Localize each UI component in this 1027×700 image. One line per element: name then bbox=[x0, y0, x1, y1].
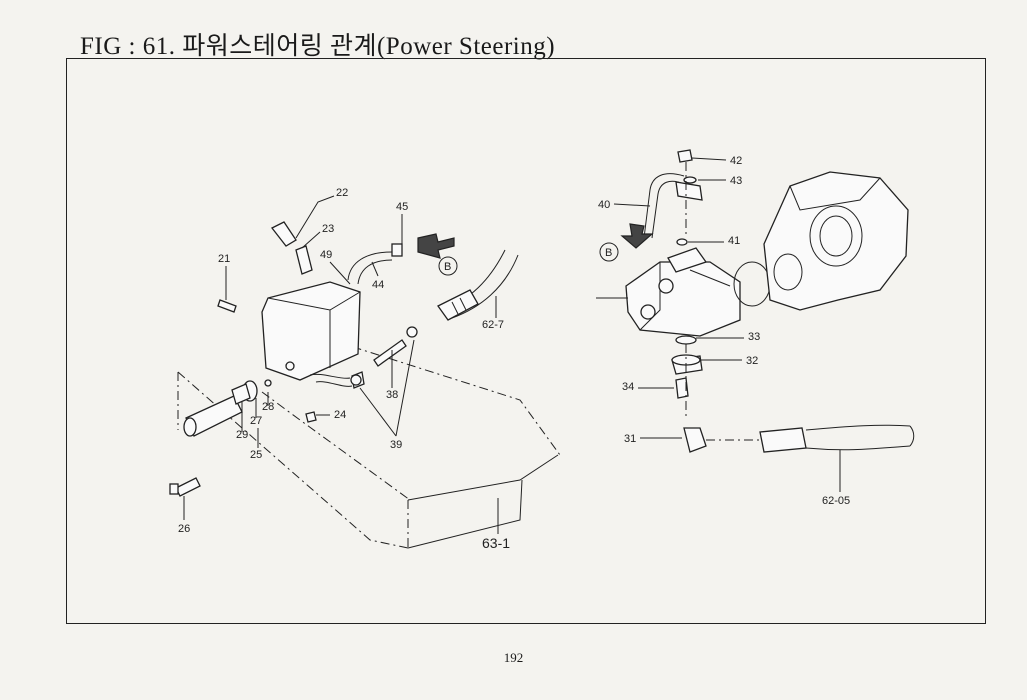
pipe-40: B bbox=[599, 173, 703, 262]
callout-21: 21 bbox=[218, 253, 230, 265]
callout-62-7: 62-7 bbox=[482, 319, 504, 331]
callout-33: 34 bbox=[622, 381, 634, 393]
callout-22: 22 bbox=[336, 187, 348, 199]
callout-28: 26 bbox=[178, 523, 190, 535]
callout-42: 42 bbox=[730, 155, 742, 167]
callout-41: 41 bbox=[728, 235, 740, 247]
callout-44: 45 bbox=[396, 201, 408, 213]
figure-title: FIG : 61. 파워스테어링 관계(Power Steering) bbox=[80, 33, 556, 60]
callout-49: 43 bbox=[730, 175, 742, 187]
callout-24: 24 bbox=[334, 409, 346, 421]
view-marker-right: B bbox=[605, 247, 612, 259]
arrow-b-left: B bbox=[417, 233, 458, 276]
callout-25: 25 bbox=[250, 449, 262, 461]
page-number: 192 bbox=[503, 650, 524, 665]
callout-40: 40 bbox=[598, 199, 610, 211]
pipe-fitting bbox=[183, 379, 272, 437]
diagram-frame bbox=[66, 58, 986, 624]
callout-31: 32 bbox=[746, 355, 758, 367]
hose-62-05 bbox=[683, 424, 915, 453]
callout-29: 29 bbox=[236, 429, 248, 441]
callouts: 22 23 21 45 49 44 62-7 38 39 24 28 27 29… bbox=[178, 155, 850, 551]
reservoir-tank bbox=[261, 221, 365, 389]
callout-62-05: 62-05 bbox=[822, 495, 850, 507]
callout-43: 44 bbox=[372, 279, 384, 291]
hose-62-7 bbox=[437, 249, 519, 321]
transmission-housing bbox=[763, 171, 909, 311]
callout-38: 38 bbox=[386, 389, 398, 401]
callout-39: 39 bbox=[390, 439, 402, 451]
fasteners-right bbox=[676, 149, 697, 246]
callout-27: 28 bbox=[262, 401, 274, 413]
hose-43 bbox=[347, 243, 403, 285]
pump-base-parts bbox=[671, 335, 703, 420]
callout-63-1: 63-1 bbox=[482, 535, 510, 551]
callout-34: 31 bbox=[624, 433, 636, 445]
view-marker-left: B bbox=[444, 261, 451, 273]
callout-23: 23 bbox=[322, 223, 334, 235]
pump-assembly bbox=[625, 247, 771, 337]
callout-45: 49 bbox=[320, 249, 332, 261]
bolts bbox=[169, 299, 317, 497]
callout-26: 27 bbox=[250, 415, 262, 427]
rod-38 bbox=[350, 326, 418, 386]
callout-32: 33 bbox=[748, 331, 760, 343]
